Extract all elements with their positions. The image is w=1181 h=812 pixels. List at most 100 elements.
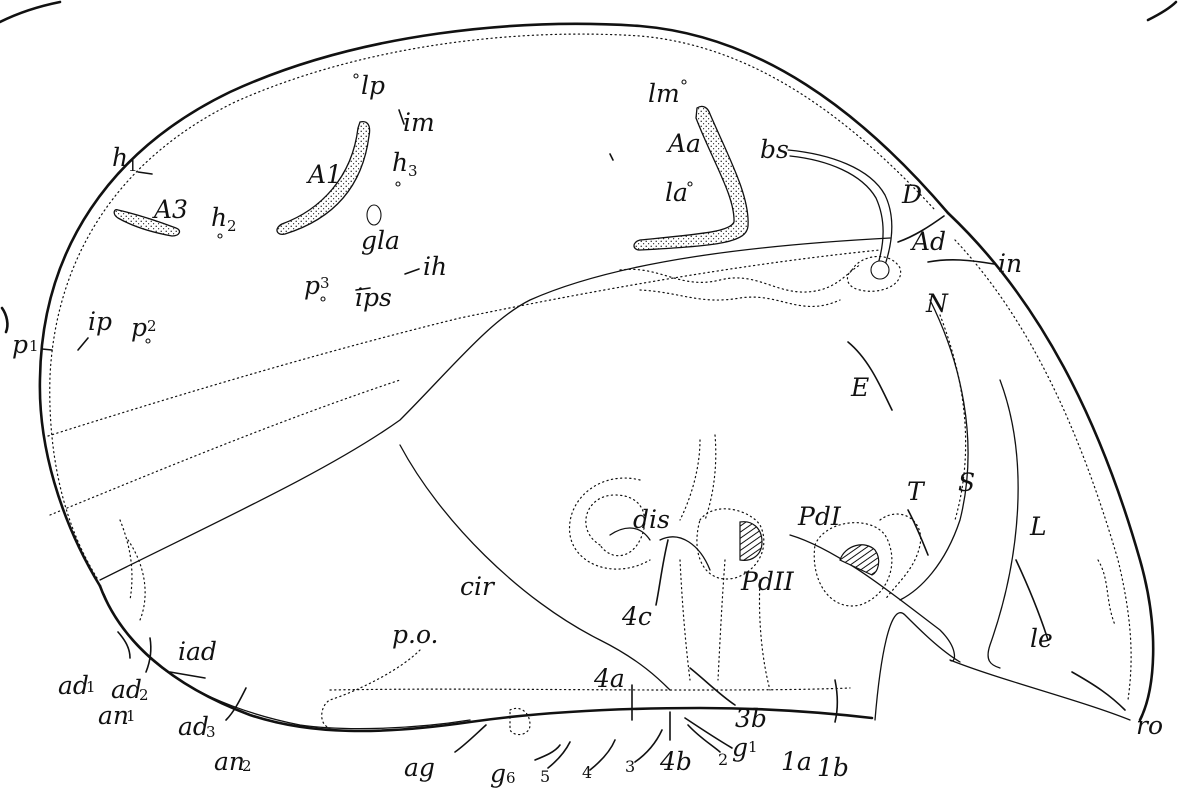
seta-1b [834,679,839,723]
label-g6-sub: 6 [506,769,516,787]
bothridium [870,260,890,280]
pore-h3 [395,181,401,187]
preanal-organ-p.o. [321,649,421,729]
seta-ips [355,287,371,291]
sejugal-wavy-2 [639,289,841,308]
notogaster-ventral-boundary [99,237,891,581]
label-h1: h [112,143,128,172]
band-Aa [633,105,749,251]
label-ih: ih [423,252,447,281]
seta-g4 [589,739,616,771]
prodorsum-inner-margin [954,239,1132,701]
notogaster-inner-margin [49,33,936,579]
label-gla: gla [361,226,400,255]
band-A1 [276,120,371,235]
seta-g3 [634,729,663,763]
seta-ad1 [117,631,131,659]
bothridial-seta-inner [789,155,884,265]
ventral-band-dotted-lower [49,379,401,516]
circumpedal-carina [399,444,671,691]
apodeme-vertical-1 [679,439,701,521]
label-ag: ag [404,753,435,782]
adanal-line [119,519,133,601]
acetabulum-dis-tip [609,527,651,541]
rostrum-dotted [1097,559,1116,626]
seta-g5 [547,741,571,769]
condyle-PdI [839,544,880,576]
seta-ad3 [225,687,247,721]
seta-g6 [534,744,561,761]
label-p1-sub: 1 [29,337,39,355]
seta-ro [1071,671,1126,711]
label-la: la [665,178,688,207]
genital-plate-outline [509,707,531,736]
label-A3: A3 [152,195,188,224]
adanal-line-2 [127,539,146,621]
label-ip: ip [88,307,112,336]
seta-ih [404,268,420,275]
label-ad2-sub: 2 [139,686,149,704]
label-g1-sub: 1 [748,738,758,756]
seta-ip [77,337,89,351]
pore-la [687,181,693,187]
label-ips: ips [355,283,392,312]
label-ad1-sub: 1 [86,678,96,696]
label-N: N [925,289,949,318]
label-ad2: ad [111,675,142,704]
label-iad: iad [178,637,217,666]
label-ad3-sub: 3 [206,723,216,741]
seta-g1 [684,717,733,749]
label-g3: 3 [625,757,635,776]
seta-g2 [687,724,721,753]
frame-left-edge [0,306,9,334]
epimeral-line-1 [679,559,691,681]
condyle-PdII [739,521,763,561]
label-g1: g [732,733,748,762]
epimeral-border [329,687,851,691]
label-S: S [958,468,975,497]
label-an1: an [98,701,129,730]
label-1a: 1a [781,747,812,776]
pore-p3 [320,296,326,302]
pedotectum-I [879,513,922,601]
label-an2: an [214,747,245,776]
label-p3: p [304,271,320,300]
discidium-line [659,536,711,571]
label-le: le [1030,624,1053,653]
seta-4c [655,539,669,606]
label-PdII: PdII [740,567,795,596]
label-1b: 1b [817,753,849,782]
label-im: im [403,108,435,137]
seta-in [927,259,995,265]
label-dis: dis [633,505,670,534]
label-lp: lp [361,71,385,100]
label-an1-sub: 1 [126,707,136,725]
label-T: T [907,477,926,506]
acetabulum-PdI [813,522,893,607]
pore-lp [353,73,359,79]
ventral-inner-line [103,593,471,730]
label-g5: 5 [540,767,550,786]
pore-lm [681,79,687,85]
frame-top-right-line [1146,0,1178,22]
label-ad1: ad [58,671,89,700]
seta-p1 [41,348,53,351]
label-h3-sub: 3 [408,162,418,180]
epimeral-line-3 [758,579,771,691]
seta-T [907,509,929,556]
label-ro: ro [1136,711,1163,740]
frame-top-left-line [0,0,62,24]
pedotectum-curve [899,299,969,601]
label-3b: 3b [735,704,767,733]
label-h2-sub: 2 [227,217,237,235]
seta-ad2 [145,637,152,673]
label-h2: h [211,203,227,232]
label-Aa: Aa [666,129,701,158]
seta-ag [454,724,487,753]
bothridial-seta [787,149,893,269]
pore-p2 [145,338,151,344]
acetabulum-dis-outer [568,477,651,570]
seta-E [847,341,893,411]
acetabulum-PdII [696,508,765,580]
label-p2: p [131,313,147,342]
